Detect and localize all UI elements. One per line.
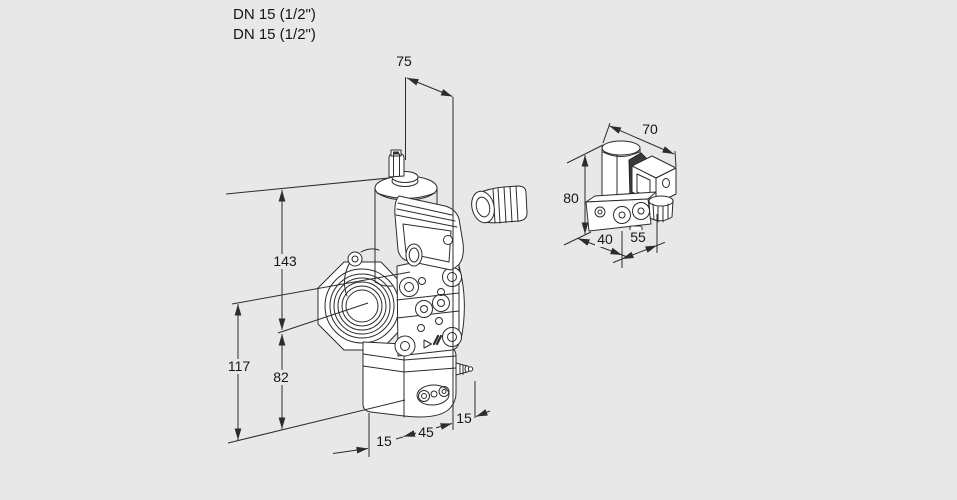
bottom-block	[362, 341, 457, 418]
clamp-roller	[343, 248, 380, 297]
dim-label-70: 70	[642, 121, 658, 137]
cable-gland	[471, 185, 528, 224]
top-cap	[388, 149, 405, 178]
dim-label-15-right: 15	[456, 410, 472, 426]
pipe-size-label-2: DN 15 (1/2")	[233, 26, 316, 43]
threaded-port	[324, 268, 400, 344]
adjuster-knob	[648, 195, 674, 223]
dimension-lines-side	[563, 122, 677, 268]
dim-label-82: 82	[270, 370, 292, 385]
connector-box	[631, 155, 677, 205]
dim-label-40: 40	[595, 232, 615, 247]
side-valve-drawing	[585, 140, 677, 234]
dimension-lines-main	[225, 77, 491, 457]
dim-label-117: 117	[225, 359, 253, 374]
dim-label-143: 143	[271, 254, 299, 269]
flow-direction-icon	[423, 339, 432, 349]
flash-mark-icon	[432, 334, 443, 346]
pipe-size-label-1: DN 15 (1/2")	[233, 6, 316, 23]
main-valve-drawing	[317, 149, 528, 418]
base-block	[585, 191, 657, 234]
dim-label-15-left: 15	[376, 433, 392, 449]
test-nipple	[455, 362, 474, 376]
front-plate	[394, 254, 462, 357]
dim-label-80: 80	[563, 190, 579, 206]
cover-panel	[394, 195, 464, 271]
dim-label-45: 45	[416, 425, 436, 440]
dim-label-55: 55	[628, 230, 648, 245]
dim-label-75: 75	[396, 53, 412, 69]
